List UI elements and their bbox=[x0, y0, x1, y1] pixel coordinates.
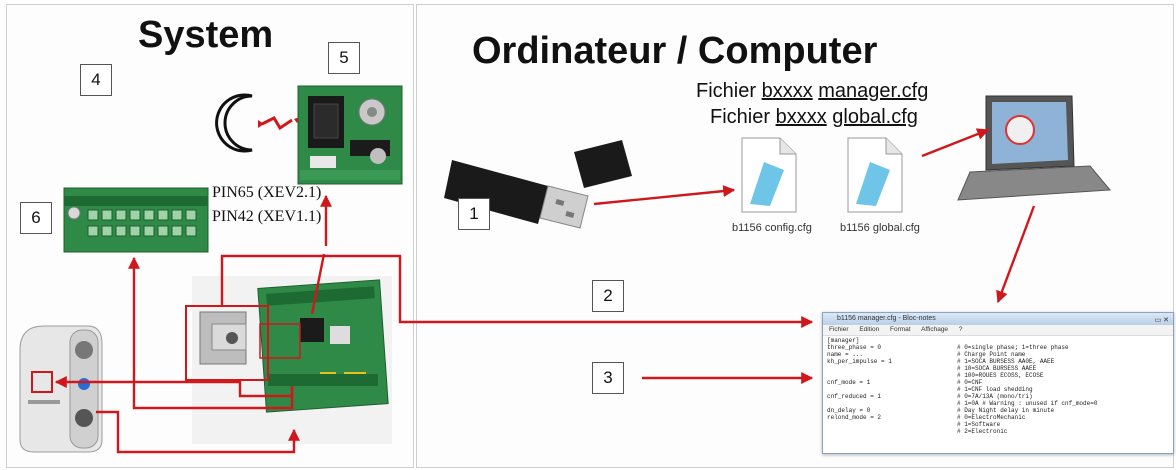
step-label-2: 2 bbox=[592, 280, 624, 312]
usb-stick-illustration bbox=[444, 140, 632, 229]
menu-help[interactable]: ? bbox=[958, 326, 963, 333]
config-line: relond_mode = 2 # 0=ElectroMechanic bbox=[827, 414, 1169, 421]
step-label-4: 4 bbox=[80, 64, 112, 96]
config-line: cnf_reduced = 1 # 0=7A/13A (mono/tri) bbox=[827, 393, 1169, 400]
config-line-comment: # 1=0A # Warning : unused if cnf_mode=0 bbox=[957, 400, 1098, 407]
window-controls-icon[interactable]: ▭ ✕ bbox=[1154, 317, 1169, 324]
notepad-window: b1156 manager.cfg - Bloc-notes ▭ ✕ Fichi… bbox=[822, 312, 1174, 454]
menu-format[interactable]: Format bbox=[890, 326, 911, 333]
moon-icon bbox=[215, 93, 253, 153]
config-line: # 1=CNF load shedding bbox=[827, 386, 1169, 393]
config-line-code: dn_delay = 0 bbox=[827, 407, 871, 414]
config-line: [manager] bbox=[827, 337, 1169, 344]
notepad-text-area[interactable]: [manager]three_phase = 0 # 0=single phase… bbox=[823, 336, 1173, 436]
config-line: three_phase = 0 # 0=single phase; 1=three… bbox=[827, 344, 1169, 351]
config-line-comment: # 1=SOCA BURSESS AA0E, AAEE bbox=[957, 358, 1055, 365]
config-line-comment: # Charge Point name bbox=[957, 351, 1026, 358]
pin42-label: PIN42 (XEV1.1) bbox=[212, 208, 322, 225]
pin65-label: PIN65 (XEV2.1) bbox=[212, 184, 322, 201]
config-line-comment: # 2=Electronic bbox=[957, 428, 1008, 435]
config-file-caption: b1156 config.cfg bbox=[732, 222, 812, 234]
config-line-comment: # 0=7A/13A (mono/tri) bbox=[957, 393, 1033, 400]
config-line-comment: # Day Night delay in minute bbox=[957, 407, 1055, 414]
config-line-code: name = ... bbox=[827, 351, 864, 358]
config-line-comment: # 100=ROUES ECOSS, ECOSE bbox=[957, 372, 1044, 379]
connection-arrows bbox=[54, 128, 1036, 454]
system-title: System bbox=[138, 14, 274, 56]
config-line-comment: # 0=ElectroMechanic bbox=[957, 414, 1026, 421]
wireless-link-icon bbox=[258, 116, 300, 131]
config-line-code: cnf_mode = 1 bbox=[827, 379, 871, 386]
step-label-6: 6 bbox=[20, 202, 52, 234]
config-line: name = ... # Charge Point name bbox=[827, 351, 1169, 358]
config-line: cnf_mode = 1 # 0=CNF bbox=[827, 379, 1169, 386]
menu-edition[interactable]: Edition bbox=[859, 326, 880, 333]
receiver-module-board bbox=[297, 85, 403, 185]
global-file-caption: b1156 global.cfg bbox=[840, 222, 920, 234]
config-line-comment: # 1=Software bbox=[957, 421, 1001, 428]
config-line-code: three_phase = 0 bbox=[827, 344, 882, 351]
computer-title: Ordinateur / Computer bbox=[472, 30, 878, 72]
config-line: # 2=Electronic bbox=[827, 428, 1169, 435]
main-controller-board bbox=[185, 276, 392, 444]
config-line: # 1=Software bbox=[827, 421, 1169, 428]
menu-affichage[interactable]: Affichage bbox=[921, 326, 949, 333]
config-line-comment: # 0=CNF bbox=[957, 379, 983, 386]
step-label-3: 3 bbox=[592, 362, 624, 394]
menu-fichier[interactable]: Fichier bbox=[829, 326, 849, 333]
config-line: # 100=ROUES ECOSS, ECOSE bbox=[827, 372, 1169, 379]
notepad-titlebar: b1156 manager.cfg - Bloc-notes ▭ ✕ bbox=[823, 313, 1173, 325]
charging-station-illustration bbox=[19, 325, 103, 453]
config-line-code: relond_mode = 2 bbox=[827, 414, 882, 421]
manager-file-label: Fichier bxxxx manager.cfg bbox=[696, 80, 929, 102]
config-line: # 1=0A # Warning : unused if cnf_mode=0 bbox=[827, 400, 1169, 407]
step-label-5: 5 bbox=[328, 42, 360, 74]
step-label-1: 1 bbox=[458, 198, 490, 230]
notepad-menubar: Fichier Edition Format Affichage ? bbox=[823, 325, 1173, 336]
config-line-code: cnf_reduced = 1 bbox=[827, 393, 882, 400]
notepad-title: b1156 manager.cfg - Bloc-notes bbox=[837, 315, 936, 322]
config-line-code: [manager] bbox=[827, 337, 860, 344]
global-file-label: Fichier bxxxx global.cfg bbox=[710, 106, 918, 128]
config-line: kh_per_impulse = 1 # 1=SOCA BURSESS AA0E,… bbox=[827, 358, 1169, 365]
config-line-code: kh_per_impulse = 1 bbox=[827, 358, 892, 365]
terminal-block-board bbox=[63, 187, 209, 253]
config-line-comment: # 10=SOCA BURSESS AAEE bbox=[957, 365, 1037, 372]
config-line-comment: # 1=CNF load shedding bbox=[957, 386, 1033, 393]
config-line: # 10=SOCA BURSESS AAEE bbox=[827, 365, 1169, 372]
global-file-icon bbox=[847, 137, 903, 213]
config-line: dn_delay = 0 # Day Night delay in minute bbox=[827, 407, 1169, 414]
config-file-icon bbox=[741, 137, 797, 213]
config-line-comment: # 0=single phase; 1=three phase bbox=[957, 344, 1069, 351]
laptop-illustration bbox=[957, 95, 1112, 201]
